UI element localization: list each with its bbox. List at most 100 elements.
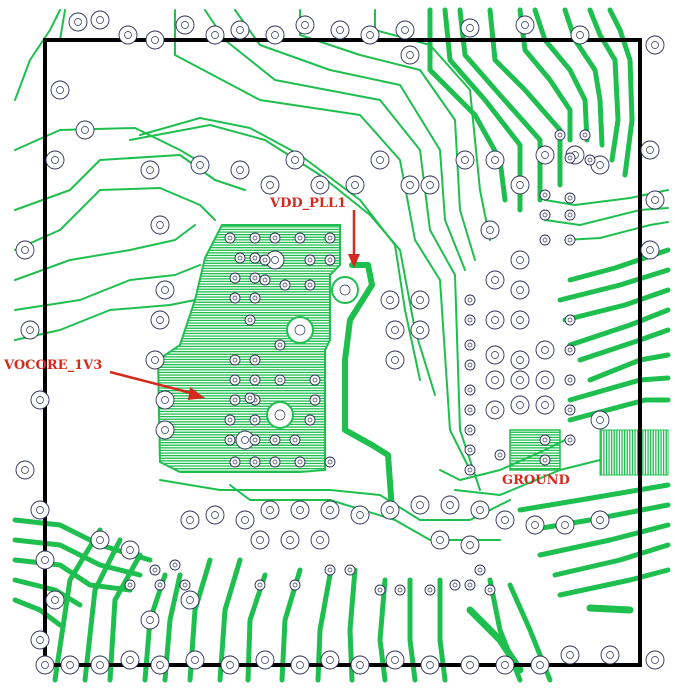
via-hole xyxy=(416,296,424,304)
copper-pour-vocore xyxy=(156,224,669,476)
via-hole xyxy=(126,546,134,554)
thermal-pad-hole xyxy=(339,284,351,296)
via-hole-small xyxy=(252,295,258,301)
via-hole-small xyxy=(152,567,158,573)
via-hole xyxy=(356,511,364,519)
via-hole xyxy=(561,521,569,529)
via-hole-small xyxy=(252,417,258,423)
via-hole xyxy=(156,316,164,324)
via-hole xyxy=(491,406,499,414)
via-hole xyxy=(191,656,199,664)
via-hole-small xyxy=(232,295,238,301)
via-hole xyxy=(516,286,524,294)
via-hole xyxy=(151,36,159,44)
via-hole xyxy=(596,416,604,424)
via-hole xyxy=(391,356,399,364)
via-hole-small xyxy=(467,297,473,303)
via-hole-small xyxy=(227,235,233,241)
via-hole xyxy=(266,181,274,189)
via-hole xyxy=(516,401,524,409)
via-hole xyxy=(301,21,309,29)
via-hole-small xyxy=(307,257,313,263)
via-hole xyxy=(406,181,414,189)
via-hole xyxy=(156,221,164,229)
via-hole xyxy=(181,21,189,29)
via-hole xyxy=(326,506,334,514)
via-hole xyxy=(124,31,132,39)
via-hole-small xyxy=(307,417,313,423)
via-hole xyxy=(466,541,474,549)
via-hole-small xyxy=(327,567,333,573)
via-hole-small xyxy=(587,157,593,163)
via-hole-small xyxy=(467,407,473,413)
via-hole xyxy=(366,31,374,39)
via-hole-small xyxy=(247,317,253,323)
via-hole xyxy=(491,156,499,164)
via-hole-small xyxy=(567,155,573,161)
via-hole-small xyxy=(272,459,278,465)
via-hole-small xyxy=(312,397,318,403)
via-hole xyxy=(646,146,654,154)
via-hole-small xyxy=(232,357,238,363)
via-hole xyxy=(36,636,44,644)
via-hole xyxy=(161,426,169,434)
vias xyxy=(15,10,665,675)
via-hole xyxy=(376,156,384,164)
board-outline xyxy=(43,38,642,667)
via-hole xyxy=(426,181,434,189)
via-hole-small xyxy=(567,237,573,243)
via-hole xyxy=(521,21,529,29)
via-hole xyxy=(161,396,169,404)
via-hole-small xyxy=(252,437,258,443)
via-hole-small xyxy=(467,342,473,348)
via-hole xyxy=(41,556,49,564)
via-hole xyxy=(96,661,104,669)
via-hole-small xyxy=(262,277,268,283)
via-hole-small xyxy=(232,275,238,281)
via-hole xyxy=(651,656,659,664)
via-hole xyxy=(146,616,154,624)
via-hole xyxy=(516,316,524,324)
via-hole-small xyxy=(277,342,283,348)
via-hole xyxy=(416,326,424,334)
via-hole-small xyxy=(227,437,233,443)
via-hole xyxy=(491,316,499,324)
via-hole-small xyxy=(557,132,563,138)
via-hole-small xyxy=(292,437,298,443)
via-hole xyxy=(256,536,264,544)
via-hole-small xyxy=(467,387,473,393)
via-hole-small xyxy=(252,377,258,383)
via-hole xyxy=(646,246,654,254)
via-hole xyxy=(446,501,454,509)
via-hole xyxy=(491,276,499,284)
via-hole xyxy=(391,326,399,334)
via-hole xyxy=(21,246,29,254)
via-hole-small xyxy=(467,582,473,588)
via-hole xyxy=(541,401,549,409)
via-hole-small xyxy=(497,452,503,458)
via-hole xyxy=(536,661,544,669)
via-hole-small xyxy=(232,459,238,465)
via-hole xyxy=(436,536,444,544)
via-hole-small xyxy=(282,282,288,288)
via-hole-small xyxy=(347,567,353,573)
via-hole xyxy=(151,356,159,364)
via-hole xyxy=(236,26,244,34)
via-hole-small xyxy=(467,447,473,453)
via-hole-small xyxy=(397,587,403,593)
via-hole xyxy=(516,376,524,384)
via-hole xyxy=(186,516,194,524)
via-hole xyxy=(596,161,604,169)
pcb-traces xyxy=(12,7,671,683)
via-hole xyxy=(576,31,584,39)
via-hole xyxy=(296,661,304,669)
via-hole xyxy=(566,651,574,659)
via-hole-small xyxy=(477,567,483,573)
via-hole xyxy=(41,661,49,669)
via-hole xyxy=(406,51,414,59)
via-hole xyxy=(466,24,474,32)
via-hole xyxy=(316,536,324,544)
via-hole-small xyxy=(467,427,473,433)
via-hole xyxy=(501,516,509,524)
ground-annotation: GROUND xyxy=(502,473,570,488)
